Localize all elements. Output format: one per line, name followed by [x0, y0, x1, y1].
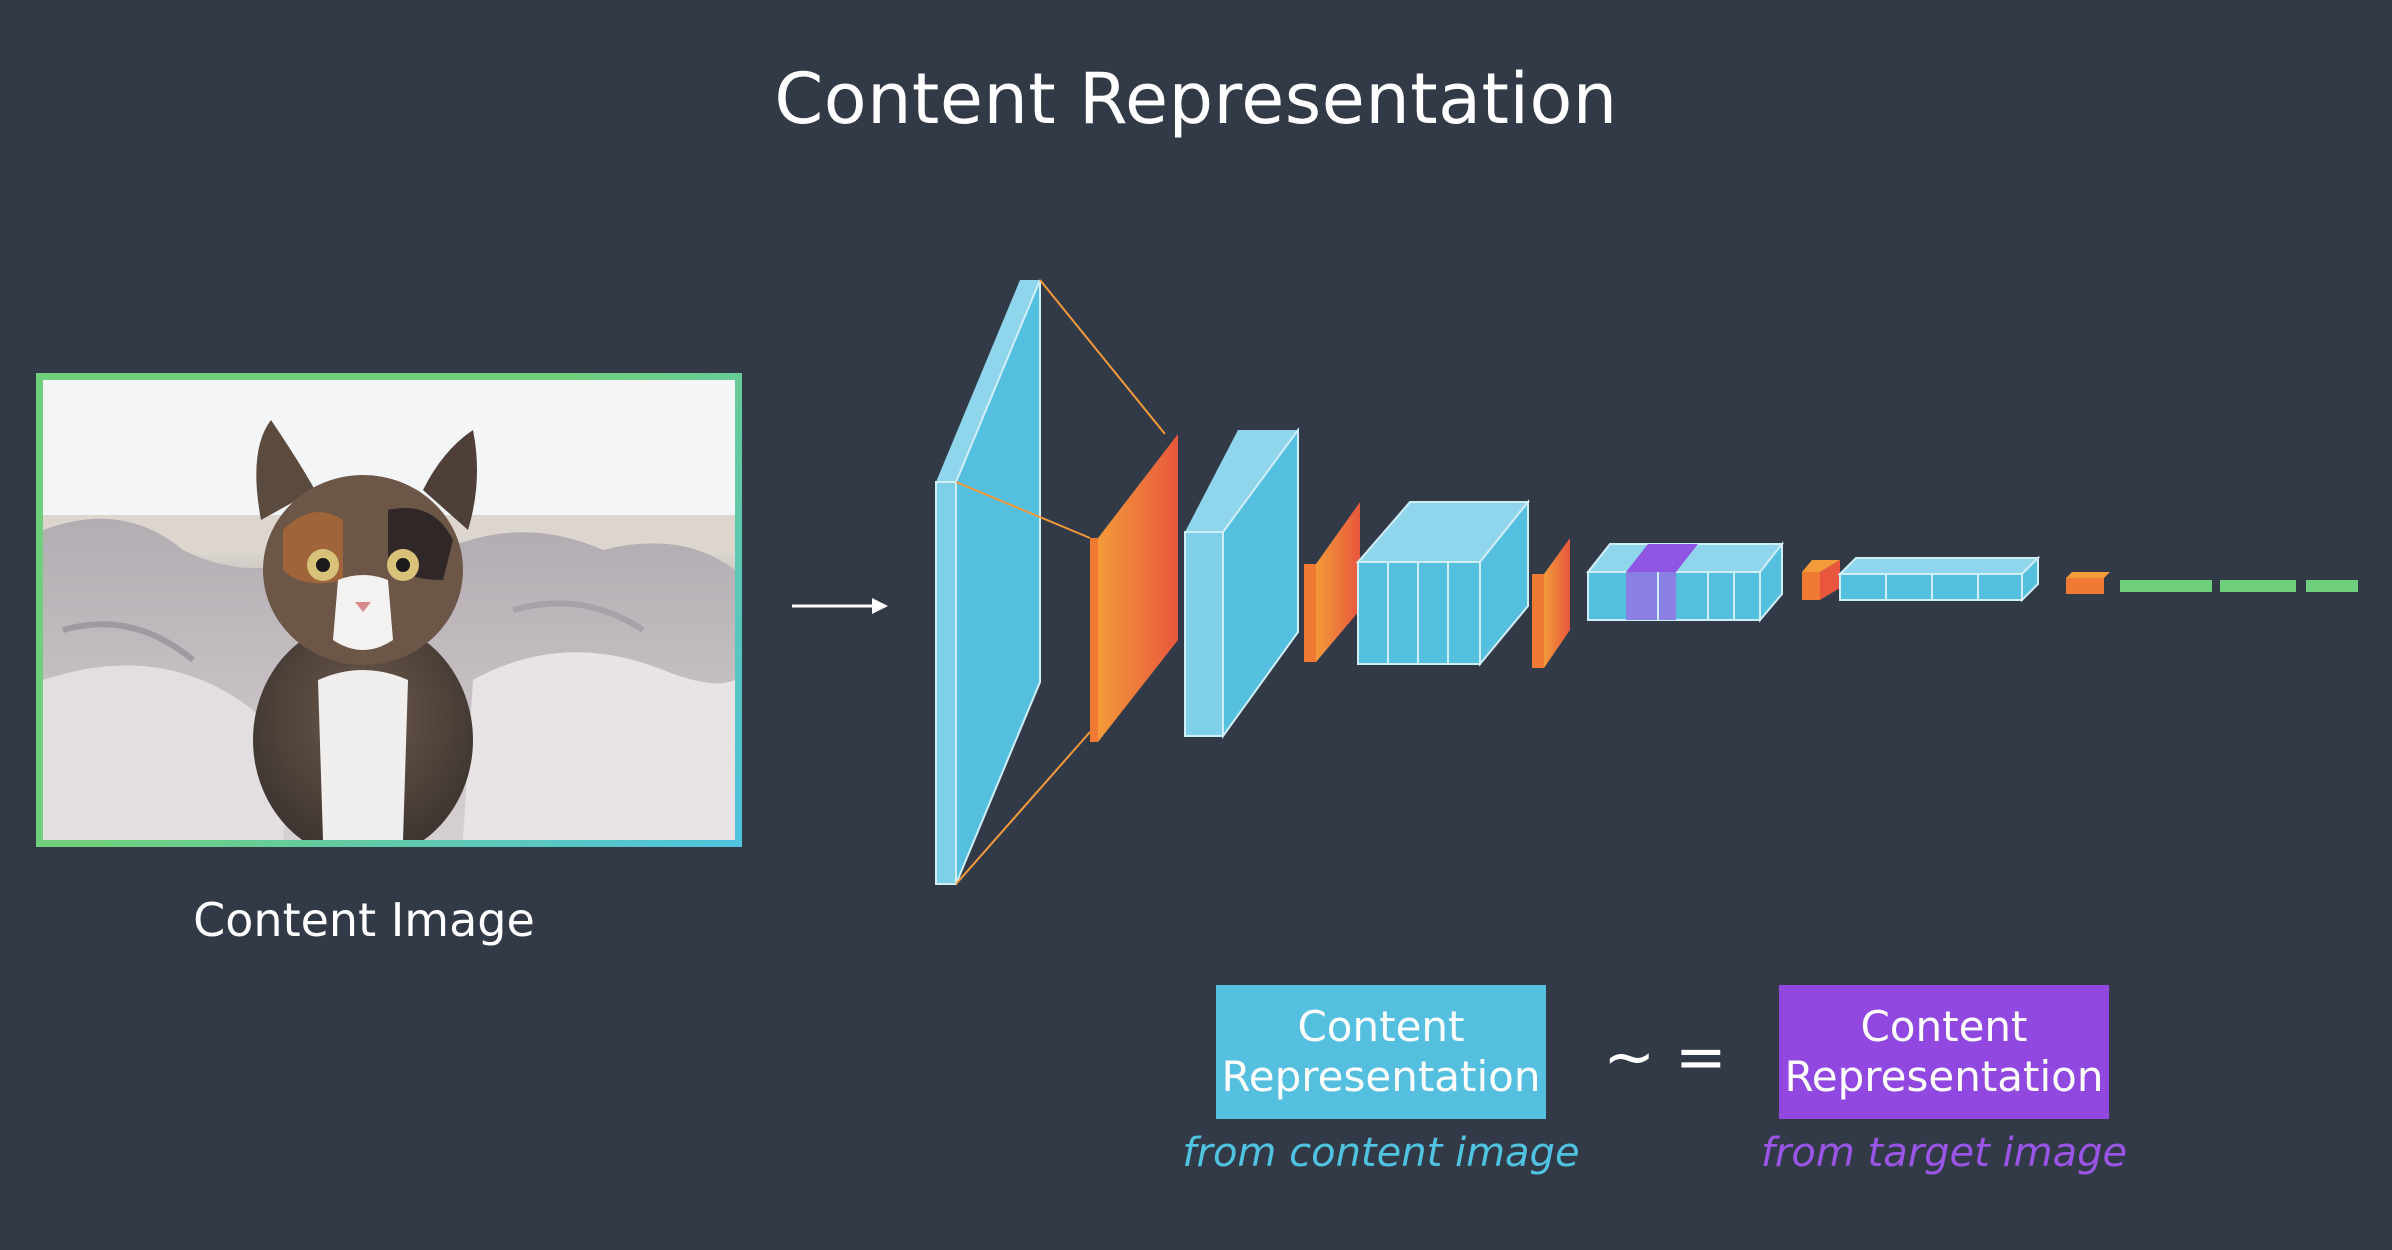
conv-layer-5 [1837, 555, 2041, 603]
conv-layer-1 [935, 279, 1166, 885]
approx-equal-operator: ~ = [1603, 1020, 1727, 1093]
content-rep-line1: Content [1297, 1002, 1465, 1051]
content-representation-box: Content Representation [1216, 985, 1546, 1119]
conv-layer-3 [1355, 499, 1531, 667]
page-title: Content Representation [774, 58, 1618, 140]
dense-layers [2120, 580, 2358, 592]
target-representation-box: Content Representation [1779, 985, 2109, 1119]
target-rep-line1: Content [1860, 1002, 2028, 1051]
content-image-label: Content Image [193, 893, 535, 947]
pool-layer-4 [1802, 560, 1840, 600]
cnn-diagram [935, 279, 2358, 885]
target-image-caption: from target image [1760, 1130, 2128, 1176]
pool-layer-5 [2066, 572, 2110, 594]
conv-layer-4 [1585, 541, 1785, 623]
target-rep-line2: Representation [1784, 1052, 2104, 1101]
pool-layer-2 [1304, 502, 1360, 662]
pool-layer-3 [1532, 538, 1570, 668]
content-image-caption: from content image [1182, 1130, 1580, 1176]
content-layer-highlight [1626, 544, 1698, 572]
pool-layer-1 [1090, 434, 1178, 742]
content-image-frame [36, 373, 742, 847]
conv-layer-2 [1184, 426, 1299, 740]
cat-photo [43, 380, 735, 840]
content-rep-line2: Representation [1221, 1052, 1541, 1101]
arrow-right-icon [792, 598, 888, 614]
